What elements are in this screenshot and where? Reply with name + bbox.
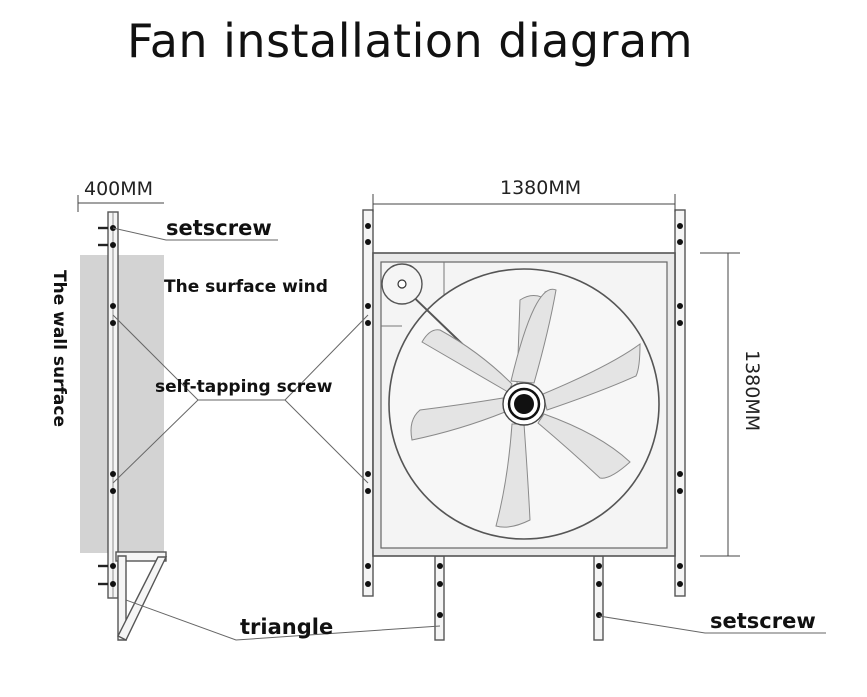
triangle-label: triangle	[240, 615, 333, 639]
side-setscrews-bottom	[98, 564, 108, 586]
surface-wind-label: The surface wind	[164, 277, 328, 297]
wall-surface-label: The wall surface	[49, 270, 69, 427]
leader-lines	[112, 227, 826, 641]
side-post-dots	[110, 225, 116, 587]
setscrew-bottom-label: setscrew	[710, 609, 816, 633]
height-label: 1380MM	[741, 350, 763, 431]
wall-surface	[80, 255, 164, 553]
fan-hub	[502, 382, 546, 426]
side-setscrews-top	[98, 226, 108, 247]
left-rail	[362, 209, 374, 597]
setscrew-top-label: setscrew	[166, 216, 272, 240]
diagram-title: Fan installation diagram	[126, 14, 694, 68]
triangle-bracket	[115, 551, 168, 641]
wall-offset-dimension: 400MM	[77, 178, 164, 212]
width-label: 1380MM	[500, 177, 581, 199]
right-rail	[674, 209, 686, 597]
wall-offset-label: 400MM	[84, 178, 153, 200]
fan-blades	[410, 288, 641, 528]
rail-dots	[365, 223, 683, 618]
self-tapping-screw-label: self-tapping screw	[155, 377, 333, 397]
width-dimension: 1380MM	[372, 177, 676, 212]
height-dimension: 1380MM	[700, 252, 763, 557]
